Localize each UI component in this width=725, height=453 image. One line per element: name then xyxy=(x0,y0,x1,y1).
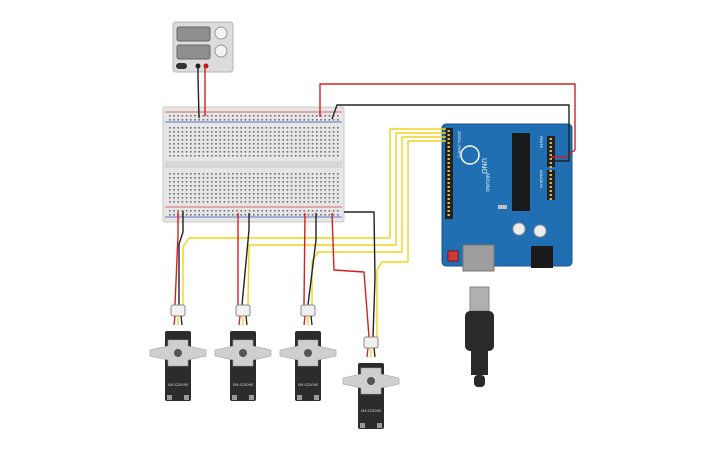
wire-arduino-5v xyxy=(319,83,576,158)
power-supply-display-top xyxy=(176,26,211,42)
analog-header[interactable] xyxy=(547,170,555,200)
wire-vcc-servo-1 xyxy=(174,212,179,306)
voltage-knob[interactable] xyxy=(214,26,228,40)
servo-4-label: SM-S2309S xyxy=(361,409,382,413)
arduino-model-label: UNO xyxy=(480,158,488,174)
reset-button[interactable] xyxy=(447,250,459,262)
servo-2-label: SM-S2309S xyxy=(233,383,254,387)
servo-motor-1[interactable]: SM-S2309S xyxy=(149,304,207,401)
wire-vcc-servo-3 xyxy=(303,212,306,306)
dc-power-jack[interactable] xyxy=(531,246,553,268)
servo-motor-4[interactable]: SM-S2309S xyxy=(342,336,400,429)
wire-gnd-servo-3 xyxy=(307,213,317,306)
arduino-pins[interactable] xyxy=(447,130,553,216)
power-supply-display-bottom xyxy=(176,44,211,60)
power-header-label: POWER xyxy=(539,136,543,149)
capacitor-2 xyxy=(533,224,547,238)
capacitor-1 xyxy=(512,222,526,236)
breadboard[interactable] xyxy=(162,106,345,223)
wire-gnd-servo-1 xyxy=(178,211,184,305)
usb-jack[interactable] xyxy=(462,244,495,272)
atmega-chip xyxy=(512,133,530,211)
analog-header-label: ANALOG IN xyxy=(539,170,543,188)
digital-header-label: DIGITAL (PWM~) xyxy=(457,131,461,157)
digital-header[interactable] xyxy=(445,128,453,219)
power-switch[interactable] xyxy=(176,63,187,69)
servo-3-label: SM-S2309S xyxy=(298,383,319,387)
usb-cable xyxy=(465,286,494,387)
breadboard-holes[interactable] xyxy=(169,115,339,216)
wire-psu-negative xyxy=(197,66,200,119)
arduino-uno[interactable]: UNO ARDUINO DIGITAL (PWM~) POWER ANALOG … xyxy=(441,123,573,272)
power-supply[interactable] xyxy=(172,21,234,73)
arduino-brand-label: ARDUINO xyxy=(485,173,490,192)
wire-gnd-servo-4 xyxy=(344,211,376,338)
servo-motor-2[interactable]: SM-S2309S xyxy=(214,304,272,401)
wire-vcc-servo-4 xyxy=(331,212,370,338)
wire-signal-servo-1 xyxy=(182,128,446,305)
uno-logo-icon xyxy=(460,145,480,165)
wire-signal-servo-4 xyxy=(376,140,446,337)
current-knob[interactable] xyxy=(214,44,228,58)
servo-1-label: SM-S2309S xyxy=(168,383,189,387)
power-supply-terminal-positive[interactable] xyxy=(203,63,209,69)
wire-signal-servo-2 xyxy=(247,132,446,306)
wire-arduino-gnd xyxy=(331,104,570,162)
wires[interactable] xyxy=(174,66,576,338)
wire-gnd-servo-2 xyxy=(241,213,250,306)
servo-motor-3[interactable]: SM-S2309S xyxy=(279,304,337,401)
crystal xyxy=(498,205,507,209)
